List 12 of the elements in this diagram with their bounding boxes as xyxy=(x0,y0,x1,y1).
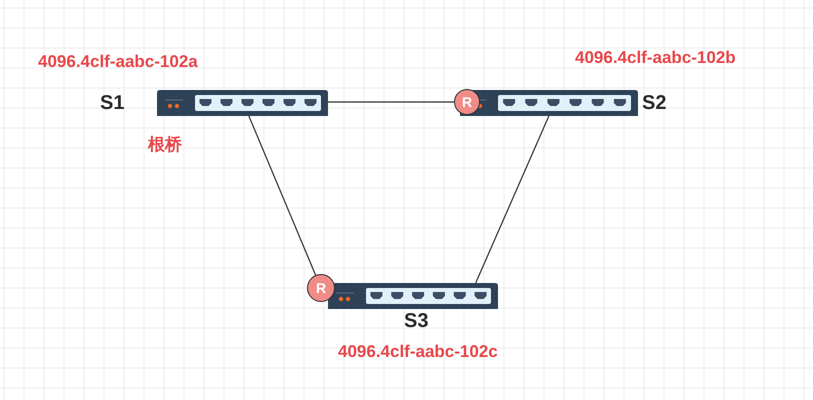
root-port-circle: R xyxy=(307,274,335,302)
annotation-label: 4096.4clf-aabc-102b xyxy=(575,48,736,68)
switch-name: S2 xyxy=(642,91,666,115)
switch-name: S1 xyxy=(100,91,124,115)
switch-name: S3 xyxy=(404,309,428,333)
link-line xyxy=(248,116,316,276)
annotation-label: 4096.4clf-aabc-102c xyxy=(338,342,498,362)
link-line xyxy=(475,116,550,284)
link-line xyxy=(328,101,454,103)
annotation-label: 根桥 xyxy=(148,135,182,155)
root-port-circle: R xyxy=(454,89,480,115)
annotation-label: 4096.4clf-aabc-102a xyxy=(38,52,198,72)
